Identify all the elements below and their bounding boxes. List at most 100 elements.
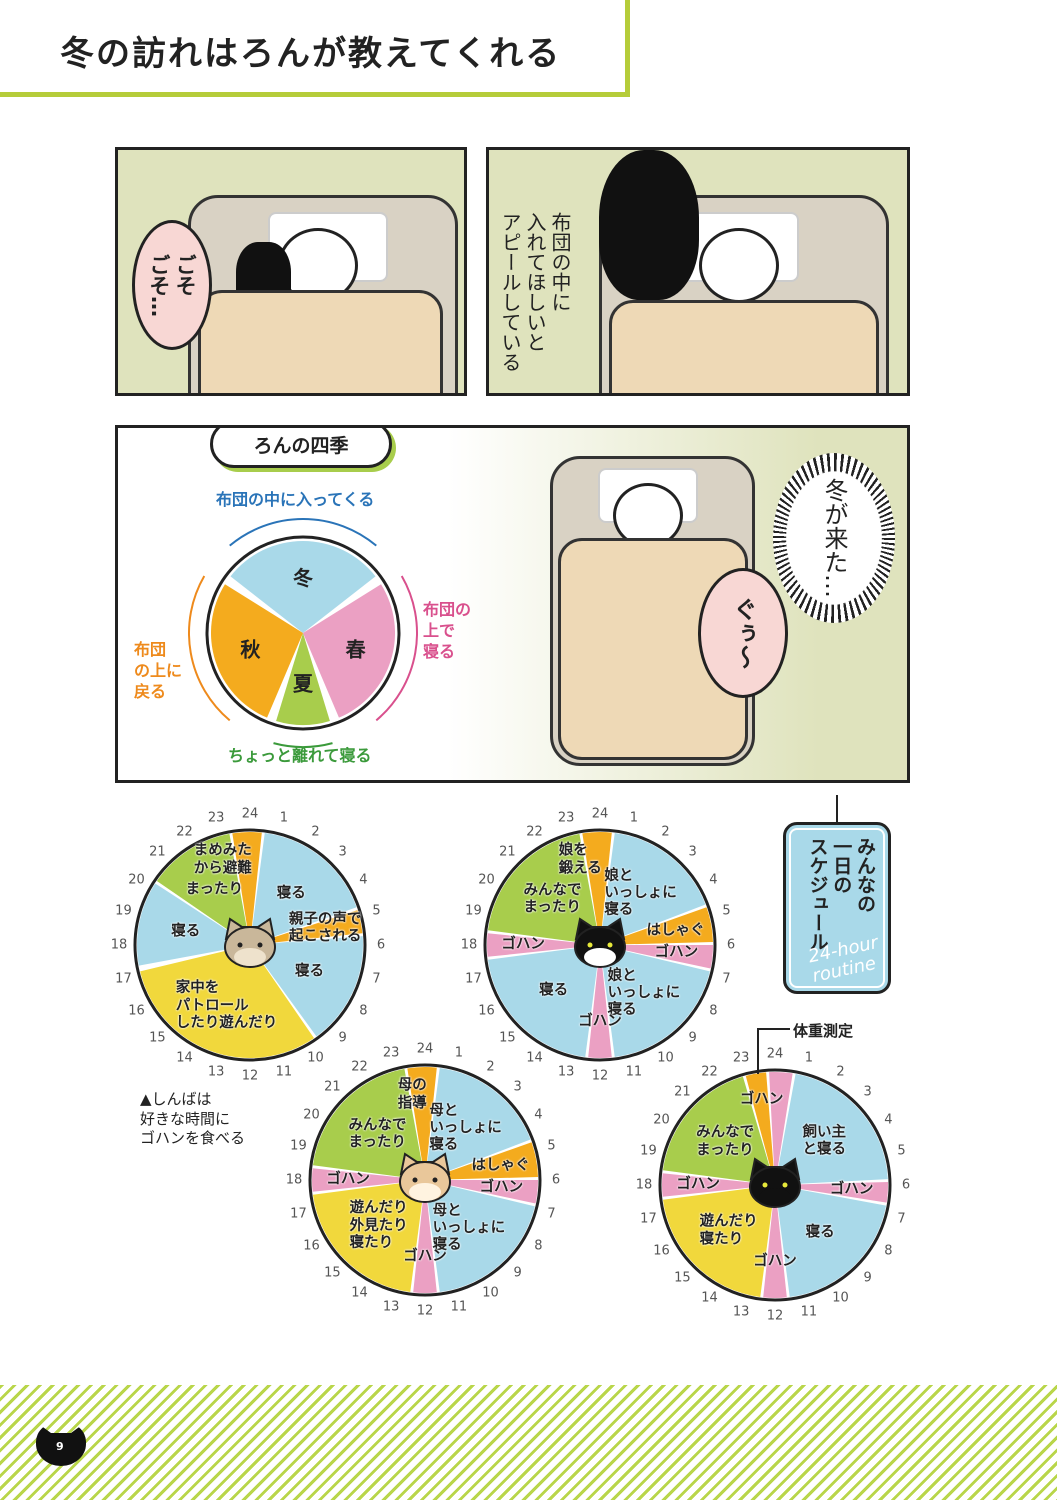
- clock-segment: [582, 832, 612, 945]
- hour-tick-label: 7: [722, 971, 731, 987]
- comic-panel-1: ごそ ごそ…: [115, 147, 467, 396]
- hour-tick-label: 15: [324, 1265, 341, 1281]
- hour-tick-label: 7: [372, 971, 381, 987]
- hour-tick-label: 11: [450, 1299, 468, 1315]
- clock-segment: [769, 1072, 793, 1185]
- hour-tick-label: 14: [701, 1290, 718, 1306]
- clock-segment: [775, 1185, 887, 1298]
- hour-tick-label: 4: [534, 1107, 543, 1122]
- clock-segment: [600, 832, 706, 945]
- hour-tick-label: 20: [478, 872, 495, 887]
- clock-segment: [140, 945, 315, 1058]
- clock-segment-label: 寝る: [171, 923, 201, 940]
- arrow-label-autumn: 布団 の上に 戻る: [134, 640, 183, 701]
- weight-note-line: [757, 1028, 759, 1074]
- hour-tick-label: 21: [674, 1084, 691, 1100]
- shinba-note: ▲しんばは 好きな時間に ゴハンを食べる: [140, 1090, 246, 1147]
- hour-tick-label: 11: [800, 1304, 818, 1320]
- footer-stripes: [0, 1385, 1057, 1500]
- cat-face-icon: [574, 917, 626, 968]
- hour-tick-label: 5: [547, 1138, 556, 1154]
- person-head: [699, 228, 779, 303]
- hour-tick-label: 5: [897, 1143, 906, 1159]
- hour-tick-label: 16: [653, 1243, 670, 1258]
- season-segment-autumn: [211, 584, 303, 718]
- clock-segment-label: まったり: [185, 881, 244, 898]
- clock-segment-label: みんなで まったり: [523, 882, 582, 916]
- clock-segment-label: ゴハン: [479, 1179, 524, 1196]
- clock-segment: [662, 1185, 775, 1298]
- clock-segment-label: ゴハン: [829, 1181, 874, 1198]
- clock-segment: [232, 832, 262, 945]
- hour-tick-label: 13: [732, 1304, 750, 1320]
- clock-segment-label: ゴハン: [676, 1176, 720, 1193]
- hour-tick-label: 8: [709, 1003, 718, 1018]
- hour-tick-label: 15: [499, 1030, 516, 1046]
- futon: [198, 290, 443, 393]
- weight-note: 体重測定: [793, 1022, 854, 1040]
- clock-segment: [745, 1072, 775, 1185]
- hour-tick-label: 10: [307, 1050, 324, 1066]
- hour-tick-label: 12: [416, 1303, 434, 1319]
- sound-bubble: ぐぅ〜: [698, 568, 788, 698]
- clock-segment-label: ゴハン: [501, 936, 545, 953]
- schedule-clock-tabby: まめみた から避難寝る親子の声で 起こされる寝る家中を パトロール したり遊んだ…: [100, 795, 400, 1095]
- clock-segment-label: 家中を パトロール したり遊んだり: [175, 980, 278, 1031]
- clock-segment-label: 飼い主 と寝る: [802, 1124, 847, 1158]
- clock-segment: [250, 832, 357, 945]
- clock-segment-label: まめみた から避難: [193, 842, 252, 877]
- hour-tick-label: 19: [115, 903, 132, 919]
- clock-segment-label: 遊んだり 寝たり: [699, 1213, 758, 1248]
- hour-tick-label: 23: [557, 810, 575, 826]
- schedule-label-line: [836, 795, 838, 835]
- cat-face-icon: [399, 1152, 451, 1203]
- hour-tick-label: 16: [478, 1003, 495, 1018]
- hour-tick-label: 1: [804, 1050, 814, 1066]
- hour-tick-label: 19: [640, 1143, 657, 1159]
- hour-tick-label: 9: [513, 1265, 522, 1281]
- hour-tick-label: 18: [110, 937, 128, 953]
- hour-tick-label: 9: [338, 1030, 347, 1046]
- clock-segment: [407, 1067, 437, 1180]
- hour-tick-label: 1: [279, 810, 289, 826]
- season-segment-spring: [303, 584, 395, 718]
- hour-tick-label: 6: [901, 1177, 911, 1193]
- clock-segment: [425, 1180, 535, 1293]
- hour-tick-label: 2: [836, 1064, 845, 1080]
- hour-tick-label: 6: [726, 937, 736, 953]
- hour-tick-label: 9: [863, 1270, 872, 1286]
- hour-tick-label: 5: [722, 903, 731, 919]
- hour-tick-label: 15: [149, 1030, 166, 1046]
- season-arrow: [375, 575, 418, 722]
- schedule-title: みんなの 一日の スケジュール: [806, 837, 877, 951]
- comic-panel-3: ろんの四季 冬春夏秋 布団の中に入ってくる 布団の 上で 寝る ちょっと離れて寝…: [115, 425, 910, 783]
- season-arrow: [273, 742, 333, 748]
- clock-segment: [600, 945, 713, 969]
- clock-segment-label: ゴハン: [753, 1253, 797, 1270]
- clock-segment: [662, 1173, 775, 1197]
- hour-tick-label: 3: [513, 1079, 522, 1095]
- hour-tick-label: 11: [625, 1064, 643, 1080]
- hour-tick-label: 10: [657, 1050, 674, 1066]
- hour-tick-label: 18: [460, 937, 478, 953]
- clock-segment: [312, 1068, 425, 1180]
- clock-segment: [763, 1185, 787, 1298]
- clock-segment: [775, 1182, 888, 1203]
- clock-segment-label: 母と いっしょに 寝る: [429, 1102, 502, 1154]
- hour-tick-label: 16: [128, 1003, 145, 1018]
- clock-segment: [312, 1168, 425, 1192]
- hour-tick-label: 21: [149, 844, 166, 860]
- hour-tick-label: 6: [376, 937, 386, 953]
- arrow-label-winter: 布団の中に入ってくる: [216, 490, 375, 509]
- hour-tick-label: 4: [359, 872, 368, 887]
- hour-tick-label: 12: [591, 1068, 609, 1084]
- hour-tick-label: 3: [338, 844, 347, 860]
- hour-tick-label: 13: [207, 1064, 225, 1080]
- hour-tick-label: 21: [324, 1079, 341, 1095]
- clock-segment-label: ゴハン: [654, 944, 699, 961]
- clock-segment-label: 寝る: [295, 963, 325, 980]
- clock-segment: [487, 833, 600, 945]
- hour-tick-label: 14: [351, 1285, 368, 1301]
- clock-segment-label: 親子の声で 起こされる: [288, 911, 362, 946]
